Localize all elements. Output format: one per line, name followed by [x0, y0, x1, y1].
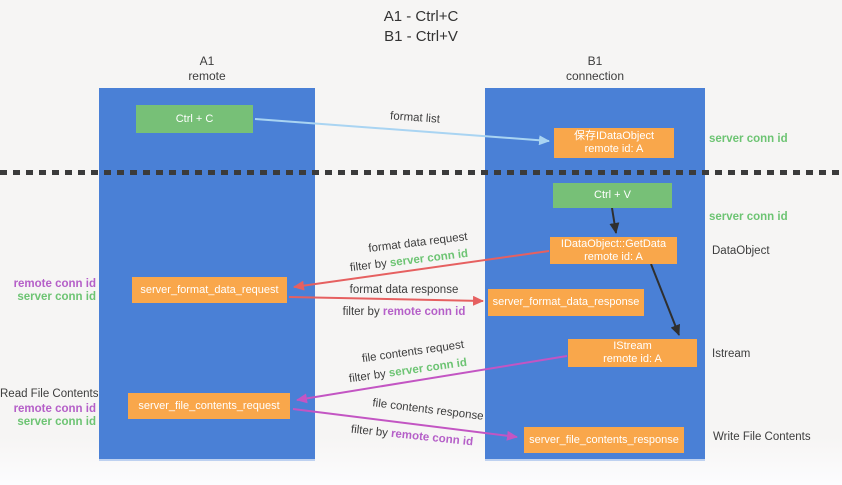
annotation-server-conn-id-mid: server conn id — [709, 211, 788, 223]
node-server-format-data-request: server_format_data_request — [132, 277, 287, 303]
node-server-format-data-response: server_format_data_response — [488, 289, 644, 316]
node-format-response-label: server_format_data_response — [492, 296, 640, 308]
annotation-read-file-contents: Read File Contents — [0, 388, 99, 400]
annotation-write-file-contents: Write File Contents — [713, 431, 811, 443]
edge-label-filter-server-1: filter by server conn id — [349, 248, 468, 274]
node-ctrl-c: Ctrl + C — [136, 105, 253, 133]
node-save-idataobject-line1: 保存IDataObject — [573, 130, 655, 142]
node-getdata-line2: remote id: A — [584, 250, 643, 263]
annotation-remote-conn-id-top: remote conn id — [13, 278, 96, 290]
node-istream-line2: remote id: A — [603, 353, 662, 365]
annotation-server-conn-id-left-bottom: server conn id — [17, 416, 96, 428]
node-file-request-label: server_file_contents_request — [138, 399, 280, 412]
node-idataobject-getdata: IDataObject::GetData remote id: A — [550, 237, 677, 264]
node-getdata-line1: IDataObject::GetData — [560, 237, 667, 250]
filter-prefix-4: filter by — [350, 423, 389, 440]
node-ctrl-v: Ctrl + V — [553, 183, 672, 208]
dashed-separator-line — [0, 170, 842, 175]
lane-header-b1: B1 connection — [485, 54, 705, 84]
node-server-file-contents-request: server_file_contents_request — [128, 393, 290, 419]
filter-prefix-1: filter by — [349, 257, 388, 275]
arrow-format-data-response — [288, 295, 484, 306]
filter-value-remote-2: remote conn id — [390, 427, 474, 449]
annotation-dataobject: DataObject — [712, 245, 770, 257]
annotation-conn-ids-bottom: remote conn id server conn id — [0, 403, 96, 429]
node-ctrl-v-label: Ctrl + V — [594, 189, 631, 201]
node-file-response-label: server_file_contents_response — [529, 433, 679, 446]
annotation-conn-ids-top: remote conn id server conn id — [0, 278, 96, 304]
node-istream-line1: IStream — [613, 340, 652, 352]
edge-label-filter-remote-2: filter by remote conn id — [350, 424, 473, 449]
node-istream: IStream remote id: A — [568, 339, 697, 367]
edge-label-format-list: format list — [389, 110, 441, 126]
node-save-idataobject-line2: remote id: A — [584, 143, 644, 155]
edge-label-file-contents-response: file contents response — [371, 397, 485, 423]
title-line-b1: B1 - Ctrl+V — [384, 28, 458, 45]
node-save-idataobject: 保存IDataObject remote id: A — [554, 128, 674, 158]
lane-header-a1: A1 remote — [99, 54, 315, 84]
edge-label-filter-remote-1: filter by remote conn id — [343, 306, 466, 318]
annotation-read-file-contents-block: Read File Contents — [0, 388, 99, 401]
node-server-file-contents-response: server_file_contents_response — [524, 427, 684, 453]
node-format-request-label: server_format_data_request — [140, 283, 279, 296]
lane-b1-role: connection — [565, 69, 625, 83]
annotation-istream: Istream — [712, 348, 751, 360]
lane-a1-name: A1 — [199, 54, 215, 68]
filter-value-remote-1: remote conn id — [382, 306, 466, 318]
diagram-title: A1 - Ctrl+C B1 - Ctrl+V — [0, 7, 842, 47]
annotation-server-conn-id-left-top: server conn id — [17, 291, 96, 303]
lane-b1-name: B1 — [587, 54, 603, 68]
filter-prefix-3: filter by — [348, 368, 387, 386]
edge-label-format-data-response: format data response — [349, 284, 459, 296]
filter-value-server-2: server conn id — [388, 356, 468, 380]
node-ctrl-c-label: Ctrl + C — [175, 112, 214, 125]
filter-prefix-2: filter by — [342, 306, 380, 318]
lane-a1-role: remote — [188, 69, 226, 83]
title-line-a1: A1 - Ctrl+C — [383, 8, 459, 25]
annotation-server-conn-id-top: server conn id — [709, 133, 788, 145]
annotation-remote-conn-id-bottom: remote conn id — [13, 403, 96, 415]
